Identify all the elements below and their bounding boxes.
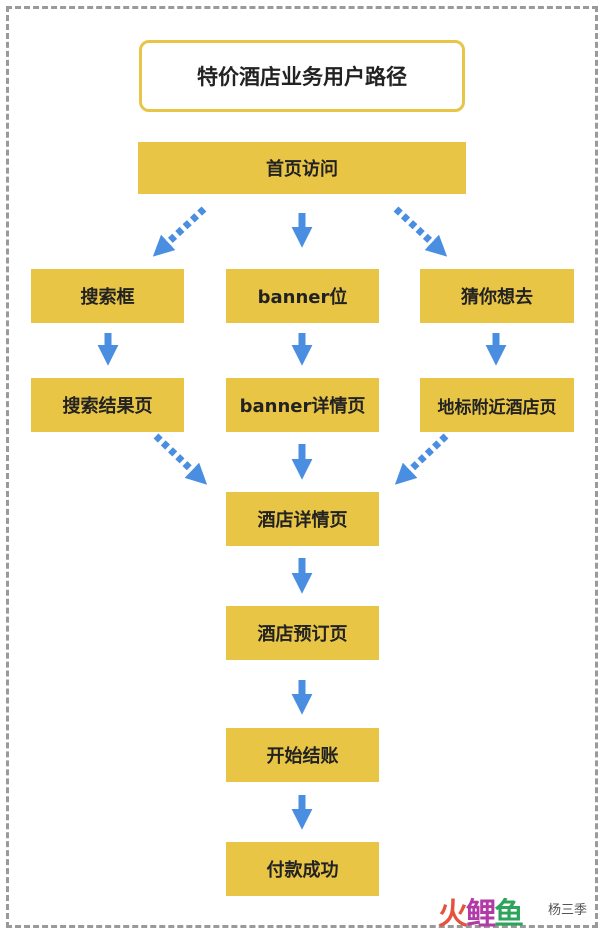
node-guess: 猜你想去	[420, 269, 574, 323]
node-banner: banner位	[226, 269, 379, 323]
node-checkout: 开始结账	[226, 728, 379, 782]
node-booking: 酒店预订页	[226, 606, 379, 660]
watermark-logo: 火鲤鱼	[438, 897, 524, 932]
arrow-search-result-to-hotel	[153, 433, 208, 485]
diagram-title: 特价酒店业务用户路径	[139, 40, 465, 112]
watermark: 火鲤鱼 杨三季	[438, 893, 587, 932]
dashed-frame	[6, 6, 598, 928]
node-search-result: 搜索结果页	[31, 378, 184, 432]
node-payment-success: 付款成功	[226, 842, 379, 896]
node-home: 首页访问	[138, 142, 466, 194]
node-search-box: 搜索框	[31, 269, 184, 323]
arrow-nearby-to-hotel	[394, 433, 449, 485]
node-hotel-detail: 酒店详情页	[226, 492, 379, 546]
arrow-home-to-search-box	[152, 206, 207, 257]
watermark-author: 杨三季	[548, 903, 588, 918]
node-banner-detail: banner详情页	[226, 378, 379, 432]
node-nearby-hotels: 地标附近酒店页	[420, 378, 574, 432]
arrow-home-to-guess	[393, 206, 448, 257]
